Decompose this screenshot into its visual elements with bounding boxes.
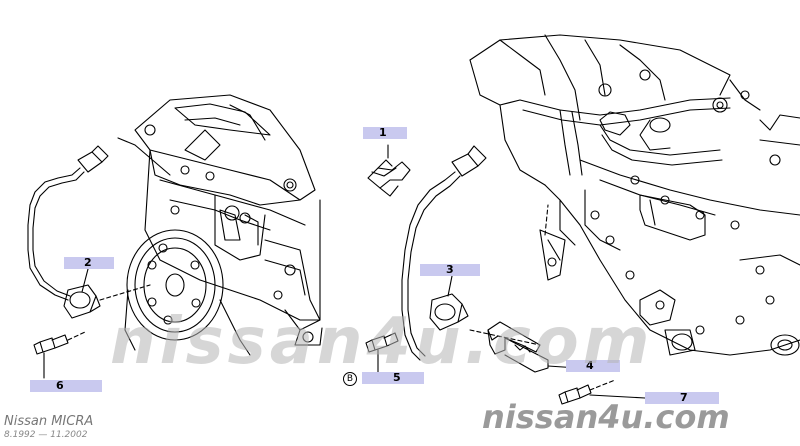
callout-3-bar [420,264,480,276]
callout-2-number: 2 [84,256,92,269]
marker-b: B [343,372,357,386]
callout-6-number: 6 [56,379,64,392]
callout-6-bar [30,380,102,392]
bracket-part [487,321,646,405]
watermark-center: nissan4u.com [110,305,654,379]
callout-7-number: 7 [680,391,688,404]
model-years: 8.1992 — 11.2002 [4,430,88,440]
callout-1-bar [363,127,407,139]
callout-4-number: 4 [586,359,594,372]
model-title: Nissan MICRA [4,414,94,429]
callout-2-bar [64,257,114,269]
callout-7-bar [645,392,719,404]
left-sensor-assembly [27,145,151,379]
callout-5-bar [362,372,424,384]
callout-5-number: 5 [393,371,401,384]
clip-part [367,144,411,197]
callout-3-number: 3 [446,263,454,276]
brand-logo-text: nissan4u.com [482,398,730,436]
callout-1-number: 1 [379,126,387,139]
right-engine-block [469,34,800,356]
callout-4-bar [566,360,620,372]
left-engine-block [117,94,323,356]
center-sensor-assembly [365,145,487,373]
